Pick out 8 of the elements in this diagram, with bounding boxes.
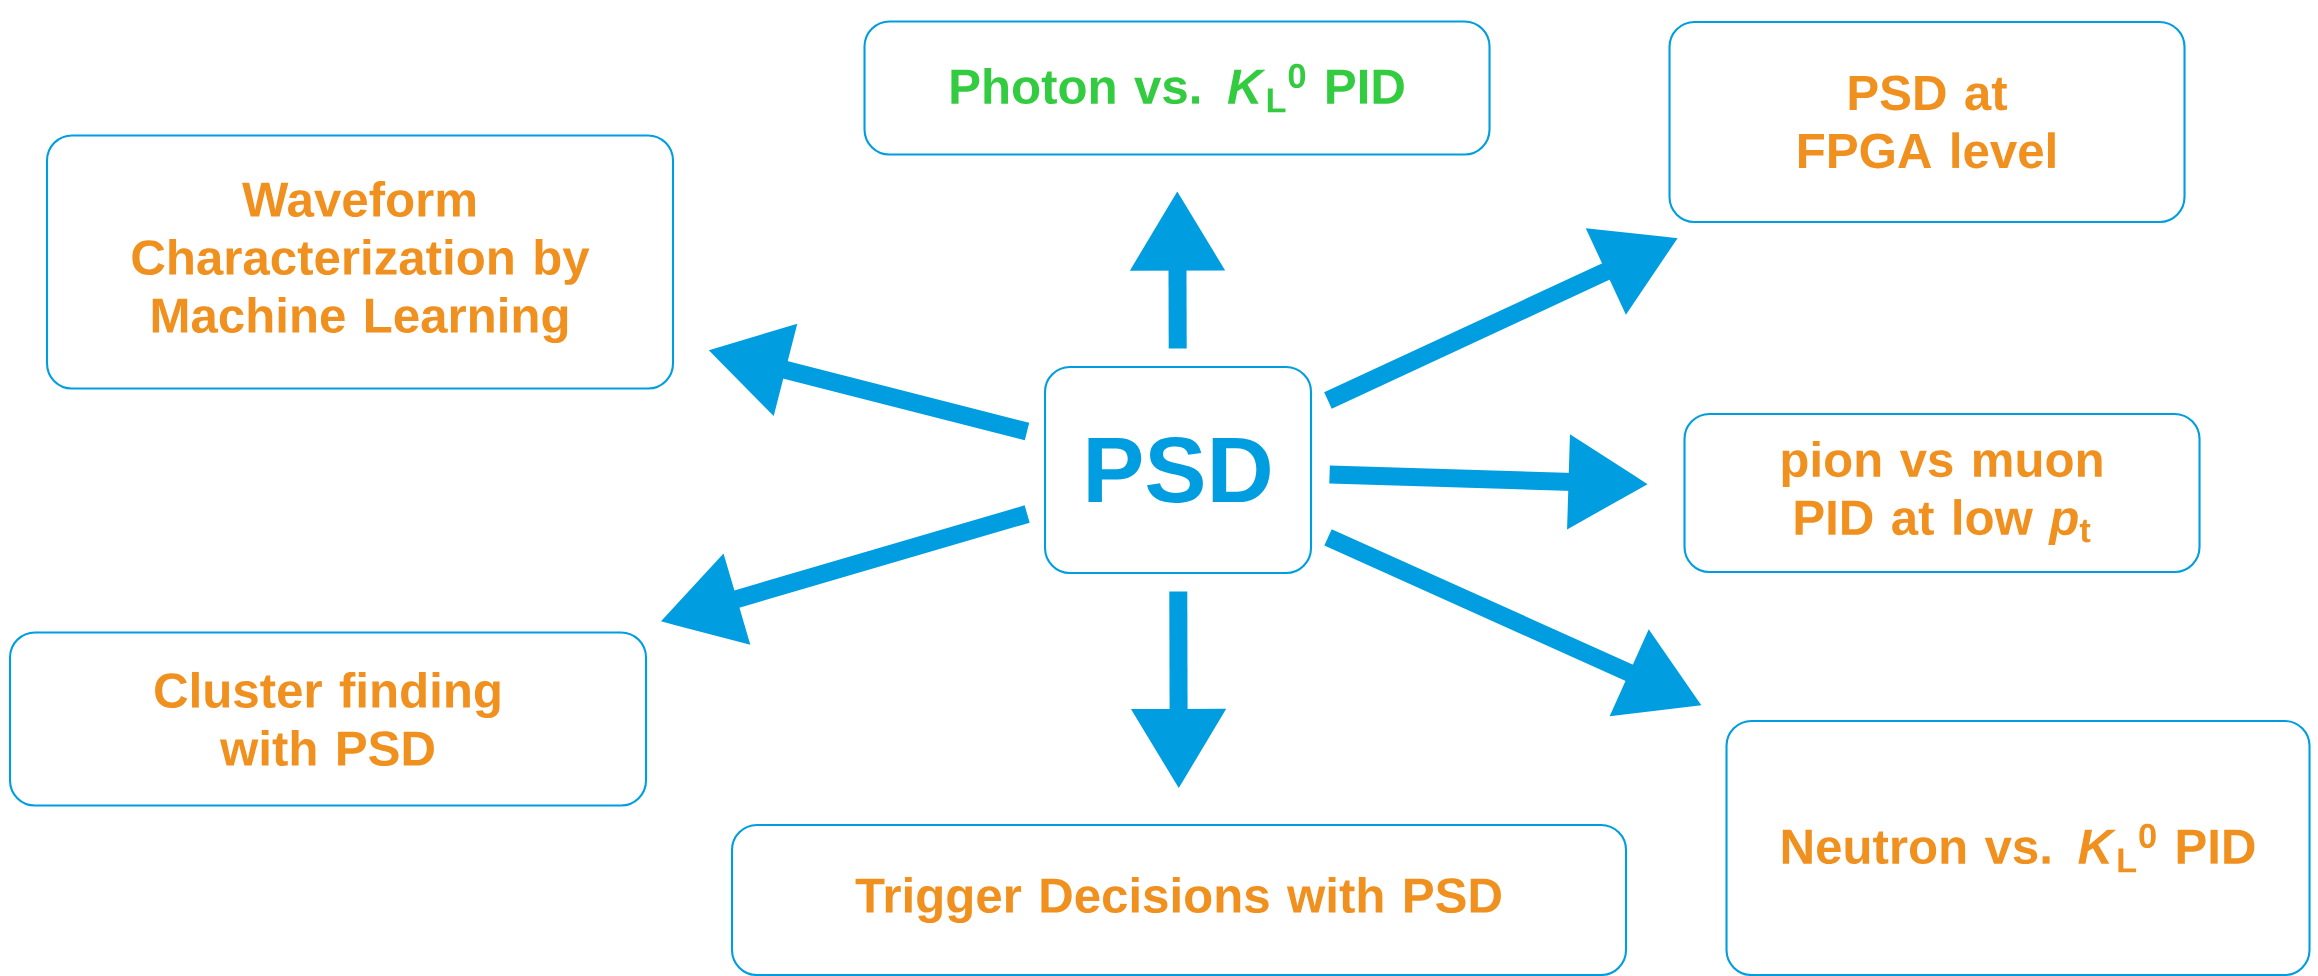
topic-box: pion vs muon PID at low p$_{t}$ — [1683, 412, 2201, 574]
center-box: PSD — [1043, 365, 1313, 575]
topic-box: Photon vs. K$_{L}$$^{0}$ PID — [863, 20, 1491, 156]
topic-box: Trigger Decisions with PSD — [730, 823, 1628, 976]
topic-box: Cluster finding with PSD — [8, 631, 648, 807]
topic-box: Neutron vs. K$_{L}$$^{0}$ PID — [1725, 719, 2311, 976]
topic-box: Waveform Characterization by Machine Learning — [45, 134, 675, 390]
topic-box: PSD at FPGA level — [1668, 20, 2186, 224]
